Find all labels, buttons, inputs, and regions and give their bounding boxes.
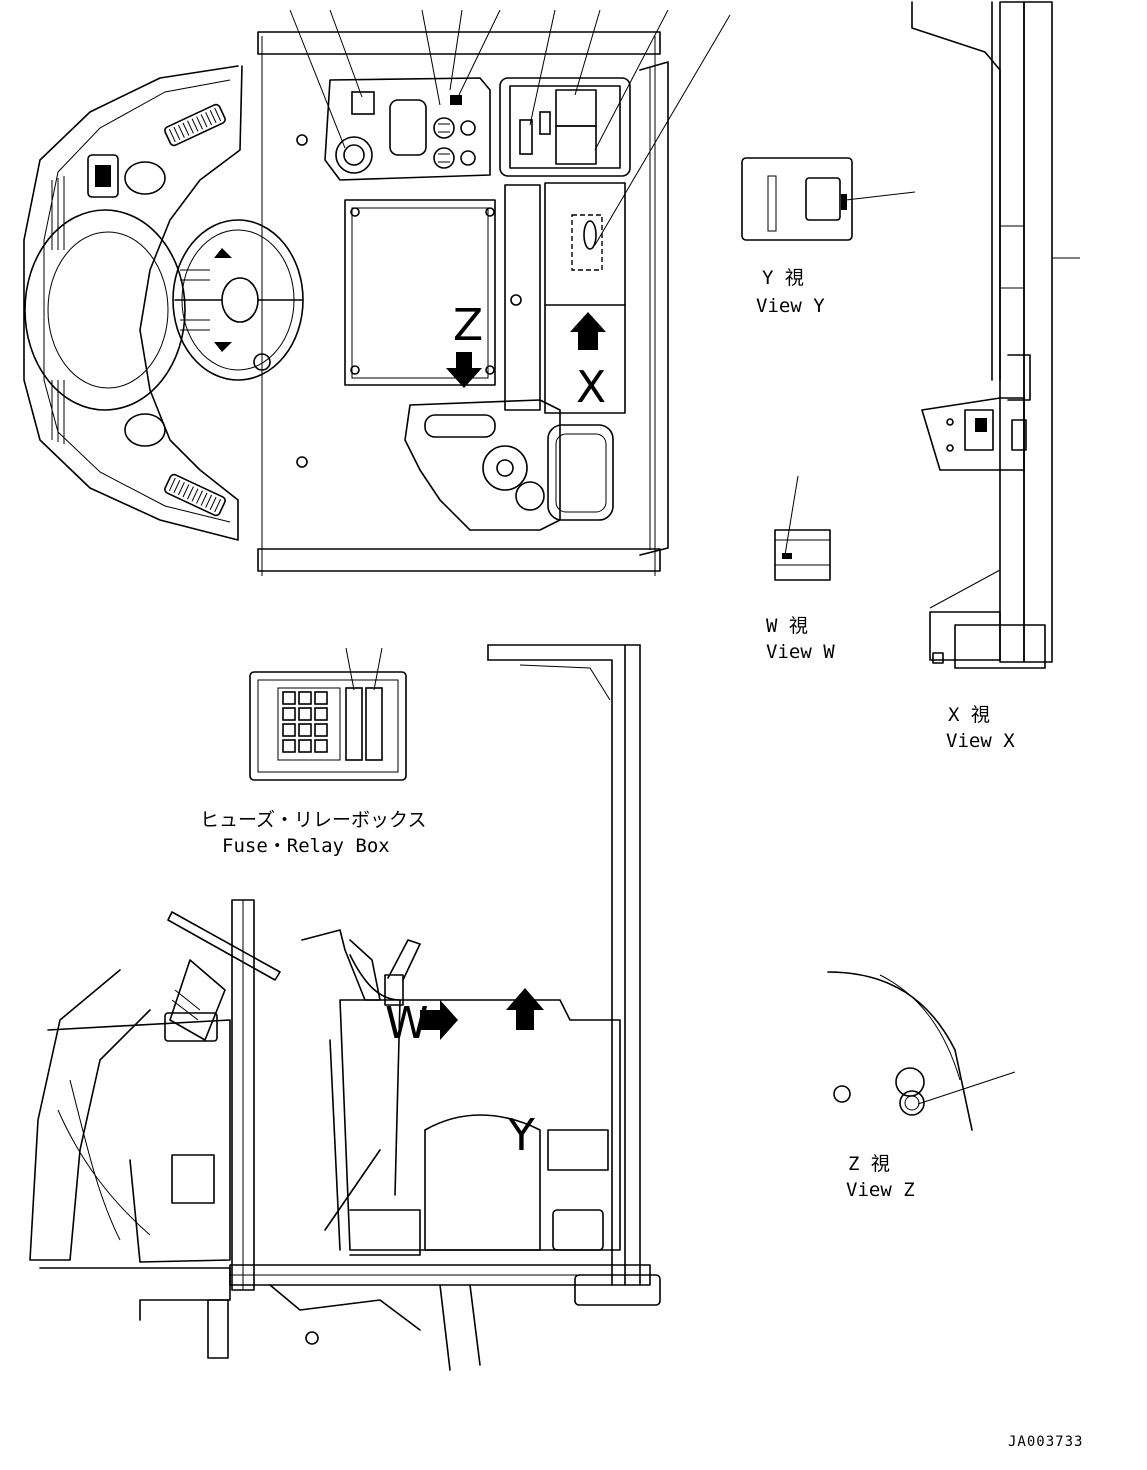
cab-side-view — [29, 644, 661, 1371]
view-w-label-jp: W 視 — [766, 615, 808, 637]
view-x-label-en: View X — [946, 730, 1015, 752]
view-z-label-en: View Z — [846, 1179, 915, 1201]
drawing-code: JA003733 — [1008, 1434, 1083, 1450]
view-y-label-jp: Y 視 — [762, 267, 804, 289]
marker-y: Y — [507, 1110, 535, 1161]
cab-top-plan-view — [23, 31, 669, 576]
view-x-label-jp: X 視 — [948, 704, 990, 726]
view-y-label-en: View Y — [756, 295, 825, 317]
fuse-box-label-jp: ヒューズ・リレーボックス — [200, 809, 426, 831]
fuse-relay-box-detail — [249, 647, 407, 781]
marker-x: X — [576, 362, 606, 413]
view-w-label-en: View W — [766, 641, 835, 663]
marker-z: Z — [453, 300, 483, 351]
leader-lines-top — [289, 9, 731, 246]
view-x-detail — [911, 1, 1080, 669]
fuse-box-label-en: Fuse・Relay Box — [222, 835, 390, 857]
marker-w: W — [385, 998, 429, 1049]
view-z-detail — [827, 971, 1016, 1131]
view-y-detail — [741, 157, 916, 241]
view-z-label-jp: Z 視 — [848, 1153, 890, 1175]
view-w-detail — [774, 475, 831, 581]
